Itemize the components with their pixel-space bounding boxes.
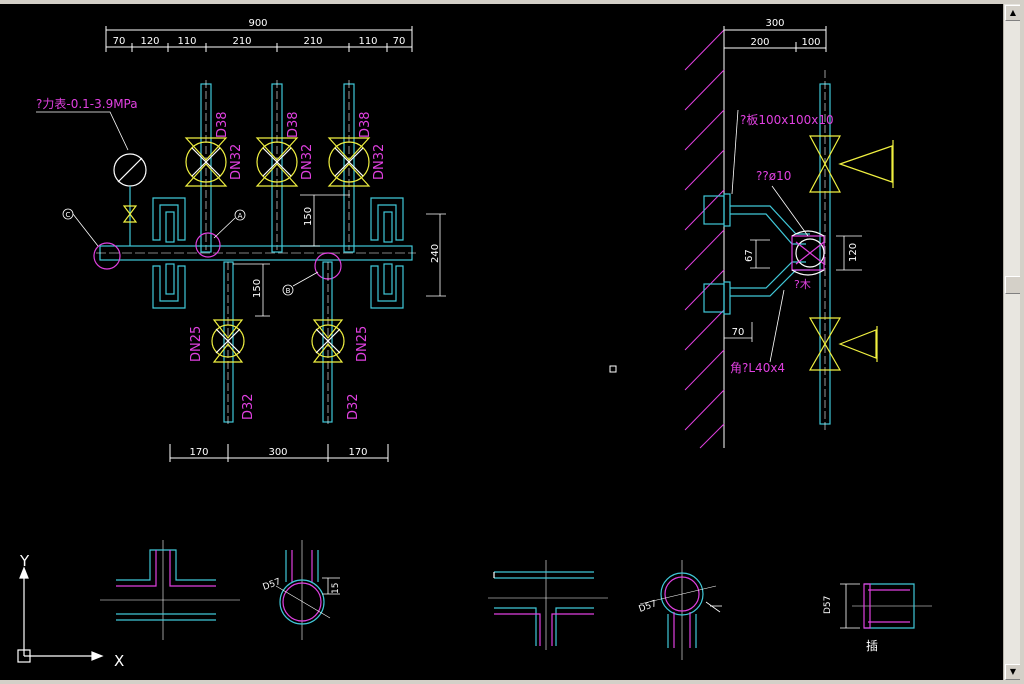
support-brackets [152, 197, 404, 309]
dim-300: 300 [765, 18, 784, 29]
plate-label: ?板100x100x10 [740, 113, 834, 127]
angle-label: 角?L40x4 [730, 361, 785, 375]
ucs-y-label: Y [19, 552, 30, 570]
upper-pipe-label-1: D38 [215, 111, 230, 138]
upper-valve-label-2: DN32 [300, 144, 315, 180]
detail-tee-4 [639, 560, 722, 660]
dim-110-left: 110 [177, 36, 196, 47]
lower-valve-label-1: DN25 [189, 326, 204, 362]
dim-210-right: 210 [303, 36, 322, 47]
callout-markers [93, 232, 342, 280]
detail-d57-a: D57 [262, 577, 283, 593]
dim-240: 240 [430, 244, 441, 263]
upper-valves [184, 137, 371, 187]
dim-200: 200 [750, 37, 769, 48]
callout-a: A [238, 212, 243, 220]
upper-valve-label-3: DN32 [372, 144, 387, 180]
pressure-gauge-label: ?力表-0.1-3.9MPa [36, 97, 138, 111]
wall-brackets [703, 193, 825, 315]
dim-900: 900 [248, 18, 267, 29]
dim-170-right: 170 [348, 447, 367, 458]
dim-67: 67 [744, 249, 755, 262]
callout-b: B [286, 287, 291, 295]
side-view: 300 200 100 [684, 18, 894, 449]
cad-drawing-canvas[interactable]: 900 70 120 110 210 210 110 70 [0, 4, 1003, 680]
upper-risers [200, 80, 355, 253]
lower-valves [211, 319, 345, 363]
detail-cap [840, 583, 932, 629]
scroll-thumb[interactable] [1005, 276, 1021, 294]
wood-label: ?木 [794, 278, 811, 291]
detail-tee-3 [488, 560, 608, 650]
window-right-border [1020, 0, 1024, 684]
dim-70: 70 [732, 327, 745, 338]
detail-tee-2 [275, 540, 340, 640]
window-top-border [0, 0, 1024, 4]
ucs-x-label: X [114, 652, 124, 670]
window-bottom-border [0, 680, 1024, 684]
side-valves [808, 135, 894, 371]
dim-120: 120 [848, 243, 859, 262]
plan-view: 900 70 120 110 210 210 110 70 [36, 18, 446, 462]
dim-110-right: 110 [358, 36, 377, 47]
dim-210-left: 210 [232, 36, 251, 47]
wall-hatch [684, 28, 725, 449]
lower-pipe-label-1: D32 [241, 393, 256, 420]
vertical-scrollbar[interactable]: ▲ ▼ [1003, 4, 1021, 680]
dim-70-left: 70 [113, 36, 126, 47]
cursor-pickbox [609, 365, 617, 373]
dim-120: 120 [140, 36, 159, 47]
dim-70-right: 70 [393, 36, 406, 47]
detail-d57-c: D57 [823, 596, 833, 614]
lower-risers [223, 261, 333, 425]
main-header-pipe [96, 245, 416, 261]
lower-valve-label-2: DN25 [355, 326, 370, 362]
bolt-label: ??ø10 [756, 169, 791, 183]
detail-d57-b: D57 [638, 599, 659, 615]
plan-top-dimensions [105, 26, 413, 52]
detail-dim-15: 15 [331, 583, 341, 594]
scroll-up-button[interactable]: ▲ [1005, 5, 1021, 21]
scroll-down-button[interactable]: ▼ [1005, 664, 1021, 680]
dim-150-upper: 150 [303, 207, 314, 226]
ucs-icon [17, 566, 104, 663]
detail-tee-1 [100, 540, 240, 640]
pressure-gauge [36, 111, 147, 246]
dim-100: 100 [801, 37, 820, 48]
upper-valve-label-1: DN32 [229, 144, 244, 180]
dim-150-lower: 150 [252, 279, 263, 298]
dim-170-left: 170 [189, 447, 208, 458]
detail-tick-glyph: 插 [866, 639, 878, 653]
dim-300-bottom: 300 [268, 447, 287, 458]
upper-pipe-label-2: D38 [286, 111, 301, 138]
upper-pipe-label-3: D38 [358, 111, 373, 138]
callout-c: C [66, 211, 71, 219]
lower-pipe-label-2: D32 [346, 393, 361, 420]
